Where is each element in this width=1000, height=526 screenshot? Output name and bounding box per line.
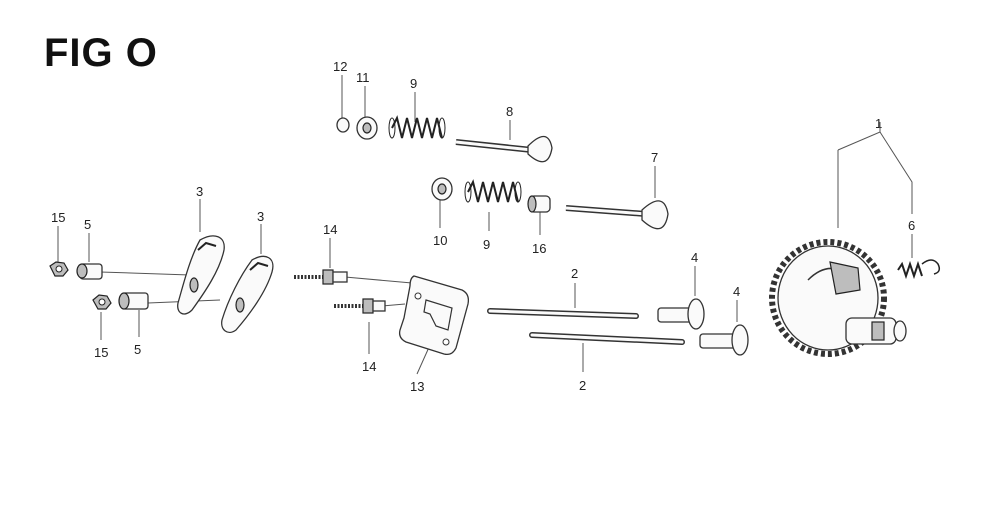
callout-5-lower: 5 [134, 342, 141, 357]
callout-14-lower: 14 [362, 359, 376, 374]
retainer-11 [356, 116, 378, 140]
nut-15-upper [49, 261, 69, 277]
callout-5-upper: 5 [84, 217, 91, 232]
callout-7: 7 [651, 150, 658, 165]
rocker-arm-3-left [177, 235, 225, 315]
push-rod-2-upper [487, 308, 639, 319]
keeper-12 [336, 117, 350, 133]
stud-14-lower [334, 298, 386, 314]
retainer-10 [431, 177, 453, 201]
guide-plate-13 [398, 275, 470, 356]
callout-13: 13 [410, 379, 424, 394]
valve-spring-9-upper [388, 115, 446, 139]
callout-3-left: 3 [196, 184, 203, 199]
stem-seal-16 [527, 195, 551, 213]
figure-title: FIG O [44, 31, 158, 75]
tappet-4-lower [699, 324, 749, 356]
callout-14-upper: 14 [323, 222, 337, 237]
callout-4-lower: 4 [733, 284, 740, 299]
callout-4-upper: 4 [691, 250, 698, 265]
callout-15-lower: 15 [94, 345, 108, 360]
camshaft-gear-1 [769, 239, 907, 357]
callout-16: 16 [532, 241, 546, 256]
pivot-5-lower [118, 292, 149, 310]
pivot-5-upper [76, 263, 103, 280]
tappet-4-upper [657, 298, 705, 330]
callout-1: 1 [875, 116, 882, 131]
callout-6: 6 [908, 218, 915, 233]
callout-3-right: 3 [257, 209, 264, 224]
callout-12: 12 [333, 59, 347, 74]
valve-7 [565, 200, 669, 230]
callout-11: 11 [356, 70, 370, 85]
spring-6 [897, 259, 941, 280]
callout-labels: 1 2 2 3 3 4 4 5 5 6 7 8 9 9 10 11 12 13 … [51, 59, 915, 394]
callout-2-lower: 2 [579, 378, 586, 393]
valve-spring-9-lower [464, 179, 522, 203]
callout-8: 8 [506, 104, 513, 119]
valve-8 [455, 135, 553, 163]
push-rod-2-lower [529, 332, 685, 345]
rocker-arm-3-right [221, 255, 274, 334]
callout-10: 10 [433, 233, 447, 248]
callout-9-lower: 9 [483, 237, 490, 252]
callout-15-upper: 15 [51, 210, 65, 225]
callout-2-upper: 2 [571, 266, 578, 281]
stud-14-upper [294, 269, 348, 285]
leader-lines [57, 75, 913, 375]
callout-9-upper: 9 [410, 76, 417, 91]
nut-15-lower [92, 294, 112, 310]
